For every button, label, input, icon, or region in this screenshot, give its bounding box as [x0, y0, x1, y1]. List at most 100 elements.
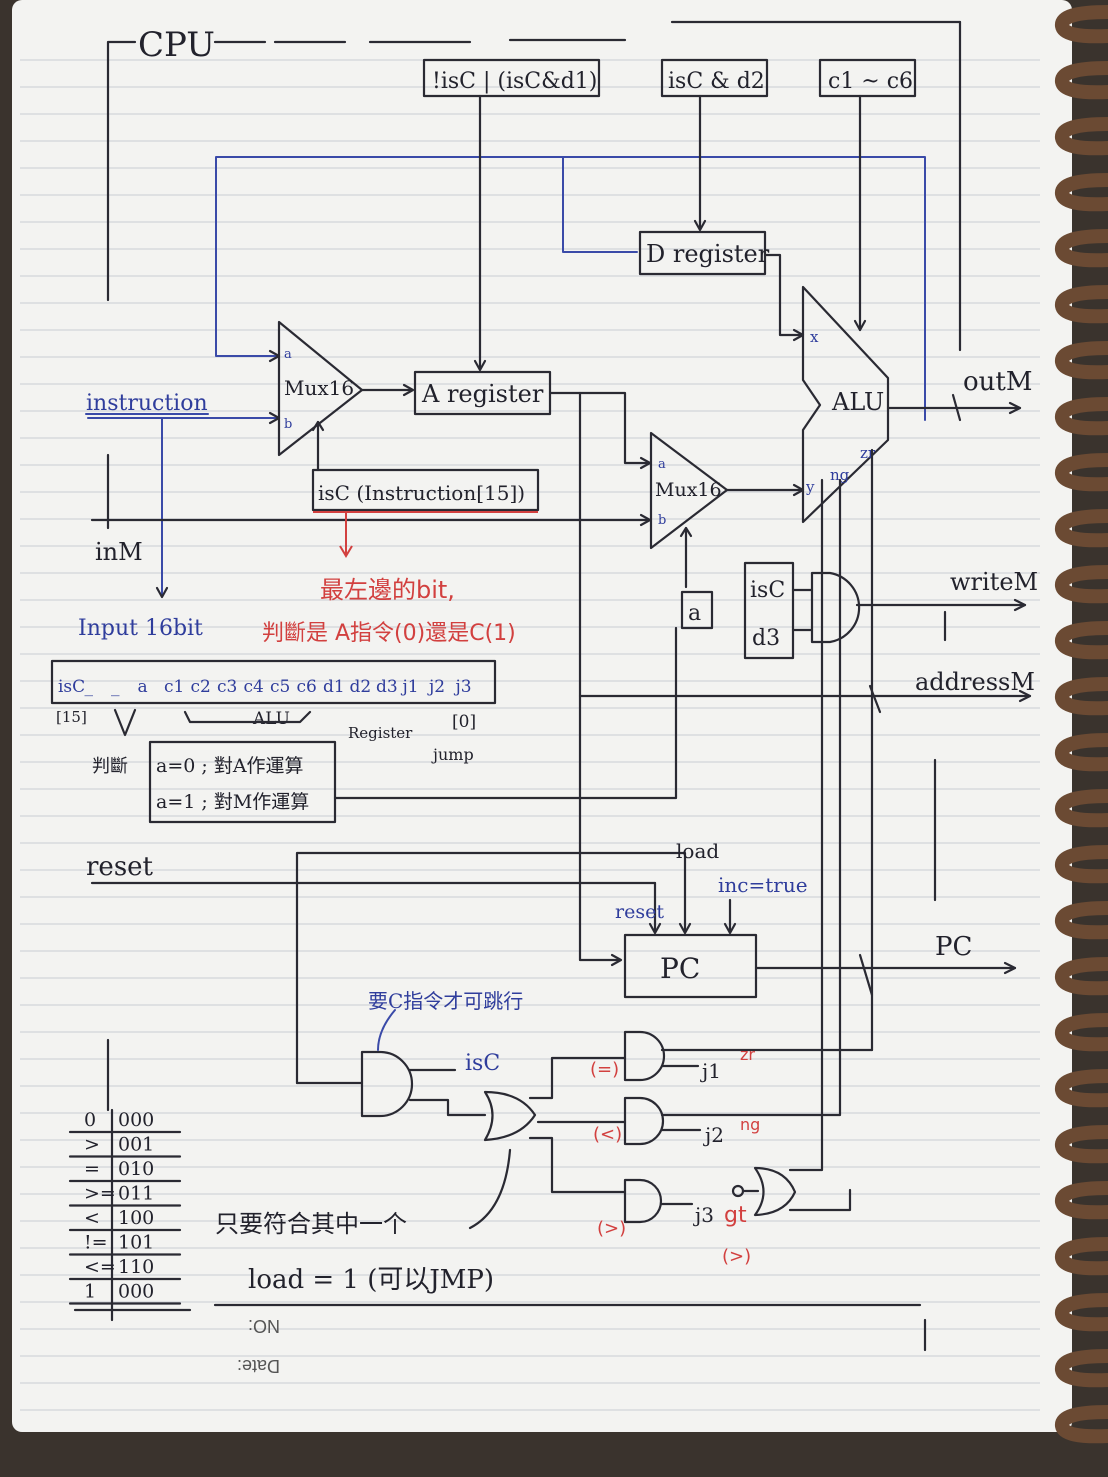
program-counter: PC load reset inc=true: [615, 839, 808, 999]
d-register-control-box: isC & d2: [660, 58, 769, 98]
jump-table-bits: 000: [118, 1109, 154, 1131]
svg-text:a: a: [284, 347, 292, 362]
writem-and-gate: isC d3: [743, 561, 861, 660]
addressm-label: addressM: [915, 668, 1035, 696]
svg-text:zr: zr: [740, 1045, 755, 1064]
svg-text:a: a: [688, 601, 701, 626]
binding-ring: [1055, 1181, 1108, 1220]
need-c-note: 要C指令才可跳行: [368, 989, 523, 1013]
isc-select-box: isC (Instruction[15]): [311, 468, 540, 558]
load-note: load = 1 (可以JMP): [248, 1265, 494, 1295]
and-gate-gt: [623, 1178, 663, 1224]
svg-text:ng: ng: [740, 1115, 760, 1134]
binding-ring: [1055, 901, 1108, 940]
binding-ring: [1055, 1125, 1108, 1164]
svg-text:b: b: [284, 417, 292, 432]
jump-table-bits: 101: [118, 1232, 154, 1254]
binding-ring: [1055, 1237, 1108, 1276]
bit-field: _: [85, 677, 94, 697]
alu-feedback-a: [215, 156, 926, 421]
svg-text:判斷: 判斷: [92, 756, 128, 777]
binding-ring: [1055, 1405, 1108, 1444]
jump-table-symbol: 1: [84, 1281, 96, 1303]
jump-table-bits: 011: [118, 1183, 154, 1205]
svg-text:y: y: [805, 478, 815, 496]
binding-ring: [1055, 677, 1108, 716]
svg-text:isC: isC: [750, 578, 785, 603]
bit-field: isC: [58, 677, 85, 697]
binding-ring: [1055, 397, 1108, 436]
a-register-control-box: !isC | (isC&d1): [422, 58, 601, 98]
cpu-title: CPU: [138, 25, 215, 65]
svg-text:(=): (=): [590, 1059, 619, 1080]
jump-table-symbol: <=: [84, 1256, 116, 1278]
binding-ring: [1055, 1013, 1108, 1052]
svg-text:ALU: ALU: [252, 709, 290, 729]
jump-table-symbol: !=: [84, 1232, 108, 1254]
svg-text:!isC | (isC&d1): !isC | (isC&d1): [432, 69, 597, 94]
mux16-instruction: Mux16 a b: [277, 320, 364, 457]
svg-text:c1 ~ c6: c1 ~ c6: [828, 69, 913, 94]
svg-text:inc=true: inc=true: [718, 873, 808, 897]
svg-text:j2: j2: [703, 1123, 724, 1147]
instruction-label: instruction: [86, 391, 208, 416]
jump-table-symbol: 0: [84, 1109, 96, 1131]
svg-text:D register: D register: [646, 240, 770, 268]
bit-field: j3: [454, 677, 472, 697]
nor-gate: [753, 1166, 797, 1217]
jump-or-gate: [483, 1090, 537, 1142]
reset-label: reset: [86, 852, 154, 882]
svg-text:reset: reset: [615, 901, 664, 923]
svg-text:d3: d3: [752, 626, 780, 651]
page-footer: Date: NO:: [237, 1316, 280, 1376]
cpu-boundary: [106, 20, 962, 1352]
jump-table-symbol: >=: [84, 1183, 116, 1205]
jump-table-bits: 000: [118, 1281, 154, 1303]
svg-text:Register: Register: [348, 724, 413, 742]
jump-table-bits: 001: [118, 1134, 154, 1156]
binding-ring: [1055, 733, 1108, 772]
svg-text:x: x: [810, 328, 819, 346]
binding-ring: [1055, 173, 1108, 212]
svg-text:[0]: [0]: [452, 712, 476, 732]
bit-field: c6: [297, 677, 317, 697]
bit-field: d2: [350, 677, 372, 697]
bit-field: j2: [427, 677, 445, 697]
paper-sheet: [12, 0, 1072, 1432]
binding-ring: [1055, 453, 1108, 492]
binding-ring: [1055, 1293, 1108, 1332]
binding-ring: [1055, 229, 1108, 268]
svg-text:ng: ng: [830, 466, 850, 484]
bit-field: c3: [217, 677, 237, 697]
binding-ring: [1055, 285, 1108, 324]
jump-logic: isC 要C指令才可跳行 (=) (<) (>) j1 j2 j3 zr ng …: [360, 989, 797, 1267]
svg-text:a=0 ; 對A作運算: a=0 ; 對A作運算: [156, 755, 304, 777]
bit-field: _: [111, 677, 120, 697]
alu-feedback-d: [562, 156, 638, 253]
bit-field: c5: [270, 677, 290, 697]
jump-table-bits: 110: [118, 1256, 154, 1278]
any-note: 只要符合其中一个: [215, 1210, 407, 1238]
svg-text:isC & d2: isC & d2: [668, 69, 765, 94]
svg-text:a=1 ; 對M作運算: a=1 ; 對M作運算: [156, 791, 309, 813]
svg-text:b: b: [658, 513, 666, 528]
and-gate-eq: [623, 1030, 666, 1082]
jump-table-bits: 100: [118, 1207, 154, 1229]
jump-and-gate: [360, 1050, 414, 1118]
binding-ring: [1055, 509, 1108, 548]
binding-ring: [1055, 5, 1108, 44]
bit-field: d3: [376, 677, 398, 697]
svg-text:ALU: ALU: [831, 388, 884, 416]
svg-text:(>): (>): [722, 1246, 751, 1267]
svg-text:Date:: Date:: [237, 1356, 280, 1376]
svg-text:j3: j3: [693, 1203, 714, 1227]
jump-table-bits: 010: [118, 1158, 154, 1180]
bit-field: c2: [191, 677, 211, 697]
spiral-binding: [1055, 5, 1108, 1444]
jump-table-symbol: <: [84, 1207, 100, 1229]
svg-text:gt: gt: [724, 1203, 747, 1228]
svg-text:[15]: [15]: [56, 708, 87, 726]
binding-ring: [1055, 1069, 1108, 1108]
